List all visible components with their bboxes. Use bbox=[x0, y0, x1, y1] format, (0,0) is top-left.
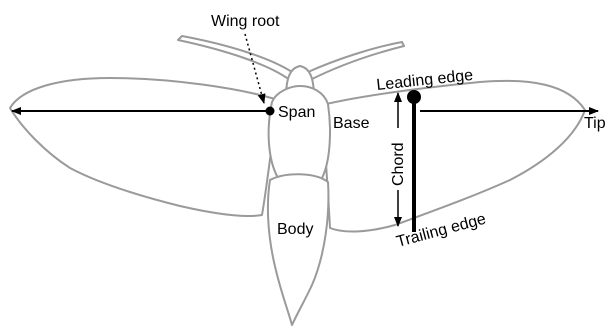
leading-edge-dot bbox=[407, 90, 421, 104]
chord-label: Chord bbox=[390, 142, 407, 186]
tip-label: Tip bbox=[584, 115, 605, 132]
right-wing bbox=[322, 81, 585, 232]
left-antenna bbox=[178, 36, 292, 80]
base-label: Base bbox=[333, 115, 370, 132]
right-antenna bbox=[308, 42, 404, 80]
abdomen bbox=[268, 174, 329, 325]
span-label: Span bbox=[278, 104, 315, 121]
left-wing bbox=[10, 78, 278, 216]
thorax bbox=[269, 86, 330, 183]
body-label: Body bbox=[277, 221, 313, 238]
wing-root-label: Wing root bbox=[211, 13, 280, 30]
wing-root-dot bbox=[266, 107, 275, 116]
